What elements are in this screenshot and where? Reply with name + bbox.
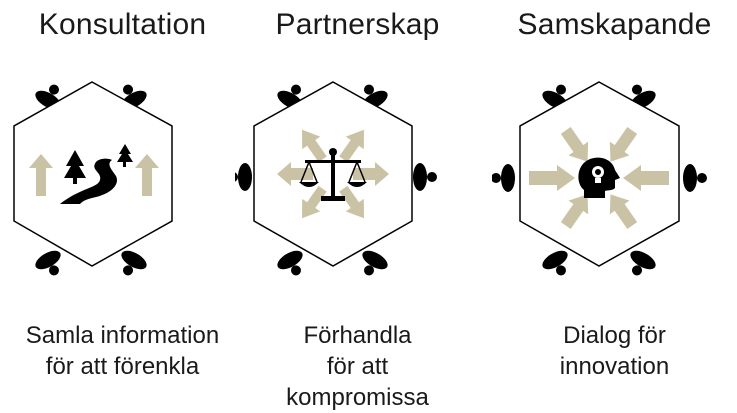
scales-icon <box>299 148 367 201</box>
inward-arrow-icon <box>529 165 575 191</box>
person-icon <box>413 163 437 191</box>
partnership-diagram <box>235 81 437 276</box>
outward-arrow-icon <box>353 162 389 186</box>
consultation-diagram <box>13 81 173 276</box>
up-arrow-icon <box>29 154 53 196</box>
outward-arrow-icon <box>302 129 327 163</box>
person-icon <box>121 250 147 276</box>
panel-description: Samla information för att förenkla <box>25 322 220 380</box>
person-icon <box>542 250 568 276</box>
inward-arrow-icon <box>609 194 638 229</box>
panel-title: Samskapande <box>517 8 712 41</box>
outward-arrow-icon <box>339 129 364 163</box>
inward-arrow-icon <box>560 194 589 229</box>
inward-arrow-icon <box>623 165 669 191</box>
outward-arrow-icon <box>339 185 364 219</box>
outward-arrow-icon <box>302 185 327 219</box>
person-icon <box>630 250 656 276</box>
panel-partnerskap: Partnerskap <box>235 0 480 412</box>
tree-icon <box>117 144 133 167</box>
road-icon <box>60 158 117 204</box>
person-icon <box>235 163 252 191</box>
cocreation-diagram <box>492 81 707 276</box>
person-icon <box>35 250 61 276</box>
panel-samskapande: Samskapande <box>492 0 737 412</box>
hexagon-frame <box>13 81 173 267</box>
tree-icon <box>64 150 86 184</box>
inward-arrow-icon <box>560 127 589 162</box>
person-icon <box>492 164 515 192</box>
panel-title: Partnerskap <box>275 8 440 41</box>
panel-konsultation: Konsultation Samla informa <box>0 0 245 412</box>
person-icon <box>683 164 707 192</box>
person-icon <box>277 250 303 276</box>
panel-description: Förhandla för att kompromissa <box>286 322 429 411</box>
inward-arrow-icon <box>609 127 638 162</box>
panel-description: Dialog för innovation <box>559 322 670 380</box>
head-lightbulb-icon <box>578 157 620 198</box>
outward-arrow-icon <box>277 162 313 186</box>
person-icon <box>362 250 388 276</box>
up-arrow-icon <box>135 154 159 196</box>
panel-title: Konsultation <box>38 8 207 41</box>
